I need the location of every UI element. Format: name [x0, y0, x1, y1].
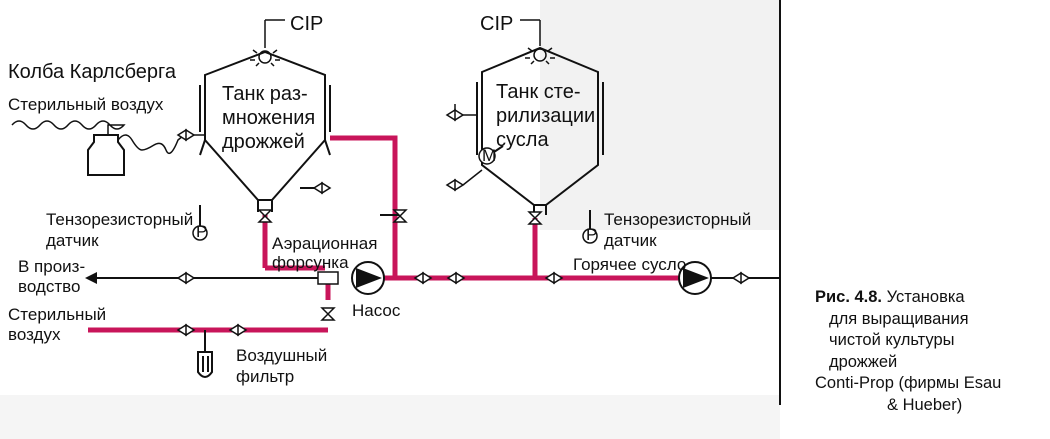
- spray-ball-right: [520, 19, 555, 65]
- strain-gauge-right-label: Тензорезисторный датчик: [604, 210, 756, 250]
- valve-icon: [176, 128, 205, 142]
- to-production-arrow: [85, 272, 97, 284]
- valve-icon: [176, 181, 751, 337]
- strain-gauge-left-label: Тензорезисторный датчик: [46, 210, 198, 250]
- sterile-air-bottom-label: Стерильный воздух: [8, 305, 111, 344]
- svg-text:P: P: [586, 225, 597, 244]
- air-filter: [197, 351, 213, 378]
- carlsberg-flask-label: Колба Карлсберга: [8, 61, 177, 83]
- hot-wort-label: Горячее сусло: [573, 255, 686, 274]
- svg-text:P: P: [196, 222, 207, 241]
- caption-line: дрожжей: [829, 352, 898, 371]
- pump-label: Насос: [352, 301, 401, 320]
- propagation-tank: [199, 50, 331, 212]
- figure-number: Рис. 4.8.: [815, 288, 883, 306]
- carlsberg-flask: [87, 134, 125, 176]
- pressure-gauge-left-icon: P: [192, 222, 208, 241]
- pressure-gauge-right-icon: P: [582, 225, 598, 244]
- wort-tank-label: Танк сте- рилизации сусла: [496, 81, 601, 151]
- propagation-tank-label: Танк раз- множения дрожжей: [222, 83, 321, 153]
- sterile-air-top-label: Стерильный воздух: [8, 95, 164, 114]
- sterile-air-hose: [11, 120, 126, 135]
- cip-left-label: CIP: [290, 13, 323, 35]
- valve-icon: [445, 104, 483, 192]
- air-filter-label: Воздушный фильтр: [236, 346, 332, 386]
- caption-line: & Hueber): [887, 395, 963, 414]
- figure-caption: Рис. 4.8. Установка для выращивания чист…: [815, 287, 1047, 416]
- pump-icon: [351, 261, 385, 295]
- spray-ball-left: [250, 19, 285, 67]
- flask-hose: [117, 134, 185, 155]
- caption-line: Conti-Prop (фирмы Esau: [815, 374, 1002, 392]
- svg-text:M: M: [482, 146, 496, 165]
- to-production-label: В произ- водство: [18, 257, 90, 296]
- motor-icon: M: [478, 145, 504, 165]
- caption-line: чистой культуры: [829, 331, 955, 349]
- caption-line: Установка: [886, 288, 965, 306]
- caption-line: для выращивания: [829, 309, 969, 328]
- cip-right-label: CIP: [480, 13, 513, 35]
- aeration-nozzle-label: Аэрационная форсунка: [272, 234, 382, 272]
- pump-icon: [678, 261, 712, 295]
- aeration-nozzle: [317, 271, 339, 285]
